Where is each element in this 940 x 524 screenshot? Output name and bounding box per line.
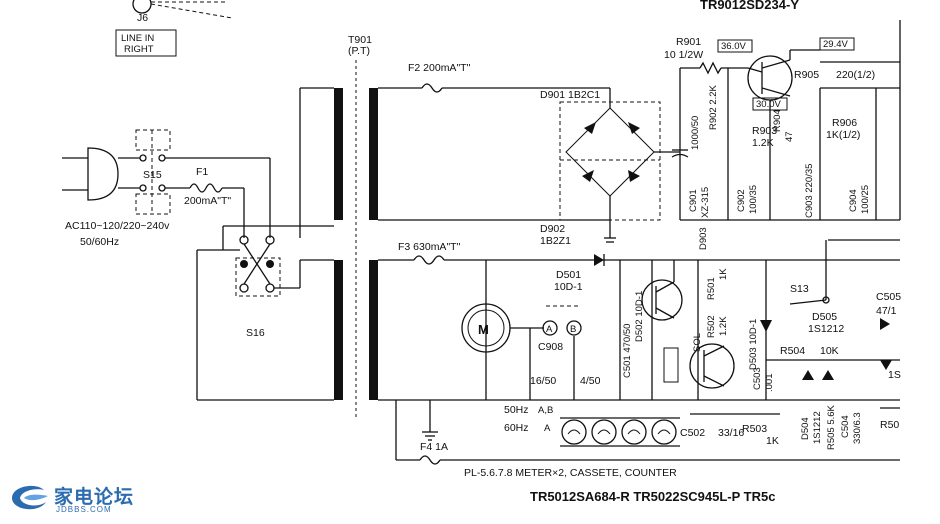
c504-label: C504: [840, 415, 851, 438]
jack-j6: J6 LINE IN RIGHT: [115, 0, 233, 57]
hz60-label: 60Hz: [504, 422, 529, 434]
transformer-t901: T901 (P.T): [334, 34, 378, 420]
s13-label: S13: [790, 283, 809, 295]
r904-label: R904: [772, 109, 783, 132]
r50x-label: R50: [880, 419, 899, 431]
d903-label: D903: [698, 227, 709, 250]
r501-label: R501: [706, 277, 717, 300]
f1-value: 200mA"T": [184, 195, 231, 207]
d501-value: 10D-1: [554, 281, 583, 293]
r906-value: 1K(1/2): [826, 129, 860, 141]
frequency-label: 50/60Hz: [80, 236, 119, 248]
d502-label: D502 10D-1: [634, 291, 645, 342]
r504-label: R504: [780, 345, 805, 357]
j6-label: J6: [137, 12, 148, 24]
c901-value: XZ-315: [700, 187, 711, 218]
right-label: RIGHT: [124, 44, 154, 55]
meter-b-label: B: [570, 324, 576, 335]
meter-a-label: A: [546, 324, 553, 335]
r505-label: R505 5.6K: [826, 404, 837, 450]
f1-label: F1: [196, 166, 208, 178]
ac-voltage-label: AC110~120/220~240v: [65, 220, 170, 232]
c903-label: C903 220/35: [804, 164, 815, 218]
c902-value: 100/35: [748, 185, 759, 214]
d505-label: D505: [812, 311, 837, 323]
d901-label: D901 1B2C1: [540, 89, 600, 101]
line-in-label: LINE IN: [121, 33, 154, 44]
c904-value: 100/25: [860, 185, 871, 214]
c503-label: C503: [752, 367, 763, 390]
jdbbs-logo-icon: [12, 485, 48, 510]
v294-label: 29.4V: [823, 39, 848, 50]
primary-wiring: S15 F1 200mA"T" AC110~120/220~240v 50/60…: [62, 87, 334, 401]
d902-value: 1B2Z1: [540, 235, 571, 247]
d504-label: D504: [800, 417, 811, 440]
s16-label: S16: [246, 327, 265, 339]
c505-label: C505: [876, 291, 901, 303]
v30-label: 30.0V: [756, 99, 781, 110]
c504-value: 330/6.3: [852, 412, 863, 444]
c904-label: C904: [848, 189, 859, 212]
d902-label: D902: [540, 223, 565, 235]
lower-secondary: F3 630mA"T" D501 10D-1 D903 M A B C908 1…: [378, 227, 901, 465]
c503-value: .001: [764, 374, 775, 393]
r905-label: R905: [794, 69, 819, 81]
hz60-a-label: A: [544, 423, 551, 434]
hz50-label: 50Hz: [504, 404, 529, 416]
sol-label: SOL: [692, 333, 703, 352]
r906-label: R906: [832, 117, 857, 129]
is-label: 1S: [888, 369, 901, 381]
c4-50-label: 4/50: [580, 375, 601, 387]
watermark-name: 家电论坛: [54, 486, 135, 508]
watermark: 家电论坛 JDBBS.COM: [8, 480, 148, 520]
r502-label: R502: [706, 315, 717, 338]
tr901-label: TR9012SD234-Y: [700, 0, 799, 12]
r503-value: 1K: [766, 435, 779, 447]
c502-label: C502: [680, 427, 705, 439]
tr-bottom-label: TR5012SA684-R TR5022SC945L-P TR5c: [530, 489, 775, 504]
s15-label: S15: [143, 169, 162, 181]
r904-value: 47: [784, 131, 795, 142]
pt-label: (P.T): [348, 45, 370, 57]
r902-label: R902 2.2K: [708, 84, 719, 130]
pl-note: PL-5.6.7.8 METER×2, CASSETE, COUNTER: [464, 467, 677, 479]
r504-value: 10K: [820, 345, 839, 357]
r903-label: R903: [752, 125, 777, 137]
d501-label: D501: [556, 269, 581, 281]
f3-label: F3 630mA"T": [398, 241, 461, 253]
r901-value: 10 1/2W: [664, 49, 703, 61]
c502-value: 33/16: [718, 427, 744, 439]
c1000-label: 1000/50: [690, 116, 701, 150]
c902-label: C902: [736, 189, 747, 212]
hz50-ab-label: A,B: [538, 405, 553, 416]
watermark-site: JDBBS.COM: [56, 505, 112, 514]
c505-value: 47/1: [876, 305, 897, 317]
r502-value: 1.2K: [718, 316, 729, 336]
c16-50-label: 16/50: [530, 375, 556, 387]
f4-label: F4 1A: [420, 441, 448, 453]
r501-value: 1K: [718, 268, 729, 280]
f2-label: F2 200mA"T": [408, 62, 471, 74]
d503-label: D503 10D-1: [748, 319, 759, 370]
r901-label: R901: [676, 36, 701, 48]
r903-value: 1.2K: [752, 137, 774, 149]
v36-label: 36.0V: [721, 41, 746, 52]
t901-label: T901: [348, 34, 372, 46]
d505-value: 1S1212: [808, 323, 844, 335]
r503-label: R503: [742, 423, 767, 435]
r905-value: 220(1/2): [836, 69, 875, 81]
c501-label: C501 470/50: [622, 324, 633, 378]
d504-value: 1S1212: [812, 411, 823, 444]
upper-secondary: F2 200mA"T" D901 1B2C1 D902 1B2Z1 1000/5…: [378, 20, 901, 247]
c901-label: C901: [688, 189, 699, 212]
motor-label: M: [478, 322, 489, 337]
c908-label: C908: [538, 341, 563, 353]
